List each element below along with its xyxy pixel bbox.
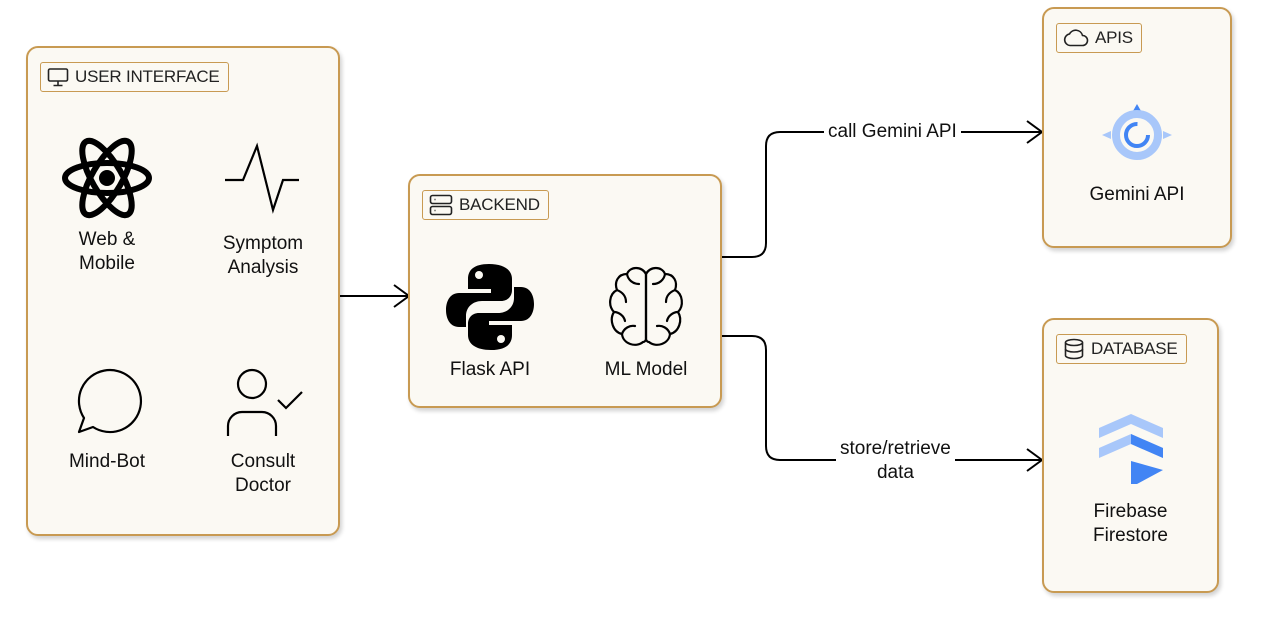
backend-panel: BACKEND Flask API ML Model bbox=[408, 174, 722, 408]
user-interface-title: USER INTERFACE bbox=[75, 67, 220, 86]
firestore-icon bbox=[1098, 414, 1163, 484]
symptom-analysis-label: Symptom Analysis bbox=[222, 233, 304, 278]
database-title: DATABASE bbox=[1091, 339, 1178, 358]
pulse-icon bbox=[225, 142, 299, 214]
brain-icon bbox=[609, 266, 683, 346]
gemini-api-label: Gemini API bbox=[1089, 184, 1185, 205]
web-mobile-label: Web & Mobile bbox=[78, 229, 136, 274]
python-icon bbox=[446, 264, 534, 350]
server-icon bbox=[429, 194, 453, 216]
monitor-icon bbox=[47, 68, 69, 87]
apis-tag: APIS bbox=[1056, 23, 1142, 53]
backend-tag: BACKEND bbox=[422, 190, 549, 220]
flask-api-item: Flask API bbox=[430, 262, 550, 382]
backend-to-apis-arrow bbox=[722, 131, 1042, 258]
mind-bot-label: Mind-Bot bbox=[68, 451, 146, 472]
apis-panel: APIS Gemini API bbox=[1042, 7, 1232, 248]
react-atom-icon bbox=[62, 137, 152, 219]
firebase-firestore-item: Firebase Firestore bbox=[1052, 414, 1209, 548]
cloud-icon bbox=[1063, 29, 1089, 47]
consult-doctor-label: Consult Doctor bbox=[230, 451, 296, 496]
database-icon bbox=[1064, 338, 1084, 360]
store-retrieve-data-label: store/retrieve data bbox=[836, 437, 955, 485]
backend-title: BACKEND bbox=[459, 195, 540, 214]
user-interface-panel: USER INTERFACE Web & Mobile Symptom Anal… bbox=[26, 46, 340, 536]
mind-bot-item: Mind-Bot bbox=[45, 366, 169, 474]
call-gemini-api-label: call Gemini API bbox=[824, 120, 961, 144]
ml-model-item: ML Model bbox=[586, 262, 706, 382]
user-check-icon bbox=[226, 368, 303, 436]
gemini-api-item: Gemini API bbox=[1054, 101, 1220, 207]
ml-model-label: ML Model bbox=[604, 359, 688, 380]
database-tag: DATABASE bbox=[1056, 334, 1187, 364]
consult-doctor-item: Consult Doctor bbox=[198, 366, 328, 498]
chat-bubble-icon bbox=[77, 368, 143, 434]
firebase-firestore-label: Firebase Firestore bbox=[1093, 501, 1168, 546]
apis-title: APIS bbox=[1095, 28, 1133, 47]
gemini-engine-icon bbox=[1102, 104, 1172, 160]
database-panel: DATABASE Firebase Firestore bbox=[1042, 318, 1219, 593]
user-interface-tag: USER INTERFACE bbox=[40, 62, 229, 92]
web-mobile-item: Web & Mobile bbox=[45, 136, 169, 276]
backend-to-database-arrow bbox=[722, 335, 1042, 461]
symptom-analysis-item: Symptom Analysis bbox=[198, 142, 328, 280]
flask-api-label: Flask API bbox=[449, 359, 531, 380]
